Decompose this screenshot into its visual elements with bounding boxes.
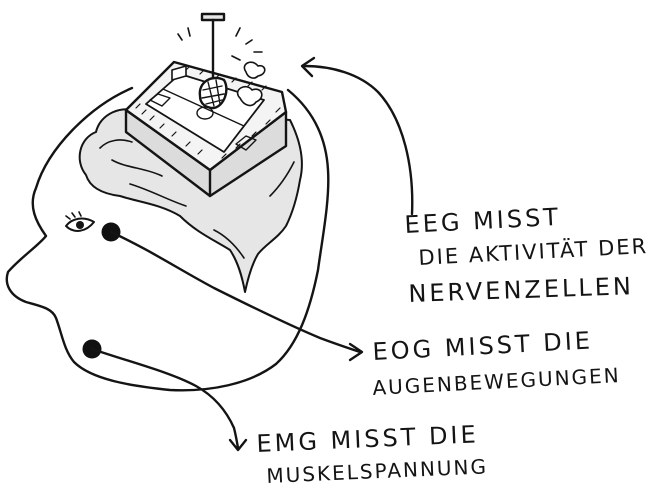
eeg-arrow-icon: [302, 58, 412, 214]
eye-icon: [66, 212, 94, 231]
emg-arrow-icon: [92, 349, 246, 450]
eeg-label-line-3: NERVENZELLEN: [408, 274, 634, 306]
